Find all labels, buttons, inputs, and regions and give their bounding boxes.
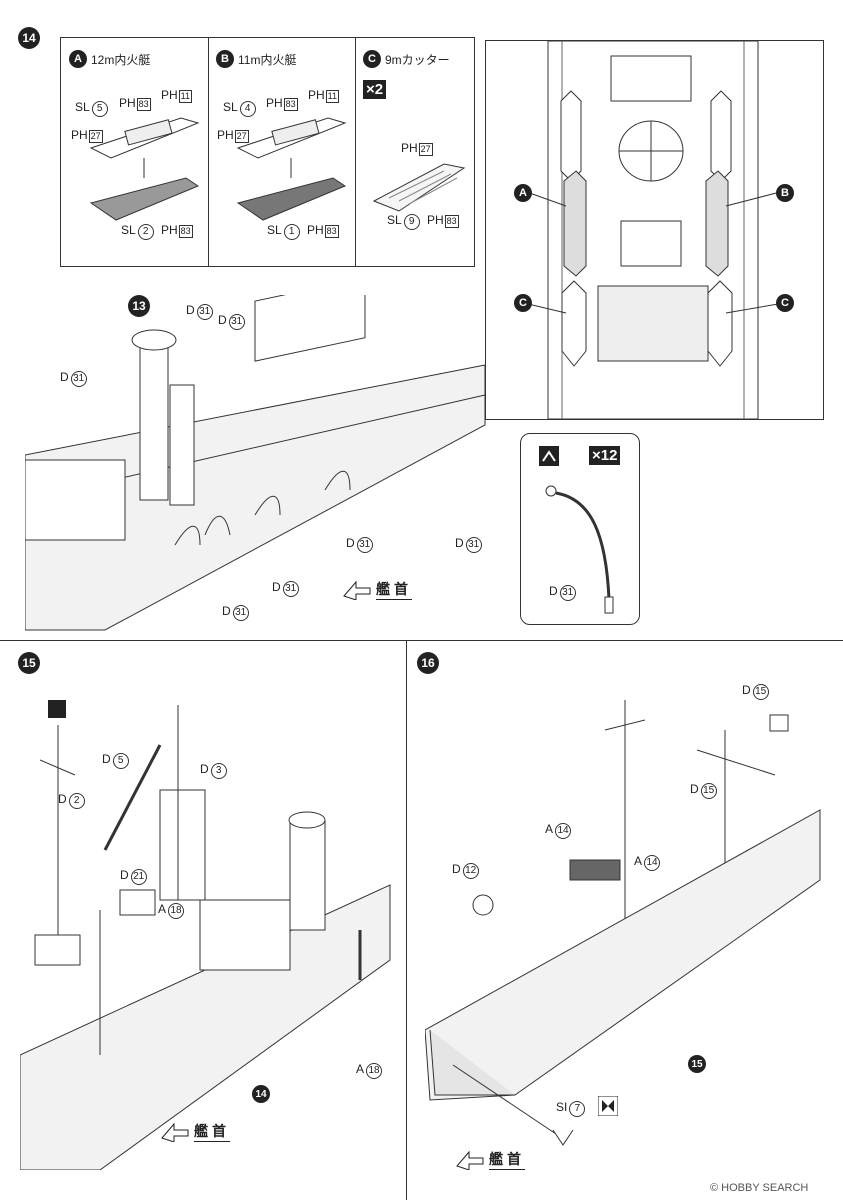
step-13-ref: 13 (128, 295, 150, 317)
deck-plan-drawing (523, 40, 785, 420)
divider-vertical (406, 640, 407, 1200)
cut-icon (598, 1096, 618, 1116)
plan-label-b: B (776, 184, 794, 202)
step-15-ref: 15 (688, 1055, 706, 1073)
detail-multiplier: ×12 (589, 446, 621, 465)
divider-horizontal (0, 640, 843, 641)
boat-c-drawing (372, 163, 466, 212)
boat-a-drawing (89, 117, 200, 221)
step-16-badge: 16 (417, 652, 439, 674)
pipe-part-drawing (545, 485, 614, 614)
step-14-ref: 14 (252, 1085, 270, 1103)
panel-divider (208, 38, 209, 266)
bow-arrow-icon (343, 580, 371, 600)
step16-ship-drawing (425, 700, 821, 1146)
bow-direction-16: 艦首 (455, 1148, 525, 1170)
step14-ship-drawing (25, 295, 486, 631)
step-15-badge: 15 (18, 652, 40, 674)
bow-direction-14: 艦首 (342, 578, 412, 600)
watermark-logo: © HOBBY SEARCH (710, 1182, 809, 1194)
step15-ship-drawing (20, 700, 391, 1170)
bow-arrow-icon (161, 1122, 189, 1142)
plan-label-a: A (514, 184, 532, 202)
bow-direction-15: 艦首 (160, 1120, 230, 1142)
step-14-badge: 14 (18, 27, 40, 49)
deck-plan-view: A B C C (485, 40, 824, 420)
panel-divider (355, 38, 356, 266)
plan-label-c-left: C (514, 294, 532, 312)
bend-icon (539, 446, 559, 466)
plan-label-c-right: C (776, 294, 794, 312)
boat-c-multiplier: ×2 (363, 80, 387, 99)
boat-b-drawing (236, 117, 347, 221)
bow-arrow-icon (456, 1150, 484, 1170)
